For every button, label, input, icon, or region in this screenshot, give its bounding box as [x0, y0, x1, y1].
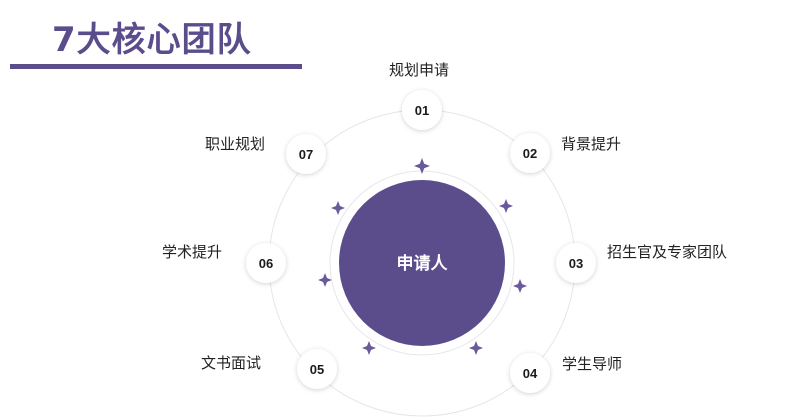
node-badge: 07: [286, 134, 326, 174]
node-label-background: 背景提升: [561, 135, 622, 153]
node-number: 01: [415, 103, 429, 118]
node-number: 05: [310, 362, 324, 377]
node-number: 02: [523, 146, 537, 161]
node-badge: 05: [297, 349, 337, 389]
node-number: 07: [299, 147, 313, 162]
node-label-mentor: 学生导师: [562, 355, 623, 373]
star-icon: [362, 341, 376, 355]
node-label-planning: 规划申请: [389, 61, 450, 79]
center-circle: [339, 180, 505, 346]
node-badges: 01 02 03 04 05 06 07: [246, 90, 596, 393]
center-label: 申请人: [396, 254, 448, 274]
page-title: 7大核心团队: [52, 20, 252, 60]
node-label-academic: 学术提升: [162, 243, 223, 261]
node-number: 04: [523, 366, 538, 381]
sparkle-stars: [318, 158, 527, 355]
node-number: 03: [569, 256, 583, 271]
node-number: 06: [259, 256, 273, 271]
star-icon: [469, 341, 483, 355]
star-icon: [331, 201, 345, 215]
star-icon: [499, 199, 513, 213]
star-icon: [318, 273, 332, 287]
star-icon: [513, 279, 527, 293]
node-badge: 03: [556, 243, 596, 283]
node-label-career: 职业规划: [205, 135, 266, 153]
node-label-essay-interview: 文书面试: [201, 354, 262, 372]
node-badge: 02: [510, 133, 550, 173]
title-underline: [10, 64, 302, 69]
node-label-admissions-team: 招生官及专家团队: [607, 243, 728, 261]
node-badge: 04: [510, 353, 550, 393]
node-badge: 06: [246, 243, 286, 283]
star-icon: [414, 158, 430, 174]
node-badge: 01: [402, 90, 442, 130]
